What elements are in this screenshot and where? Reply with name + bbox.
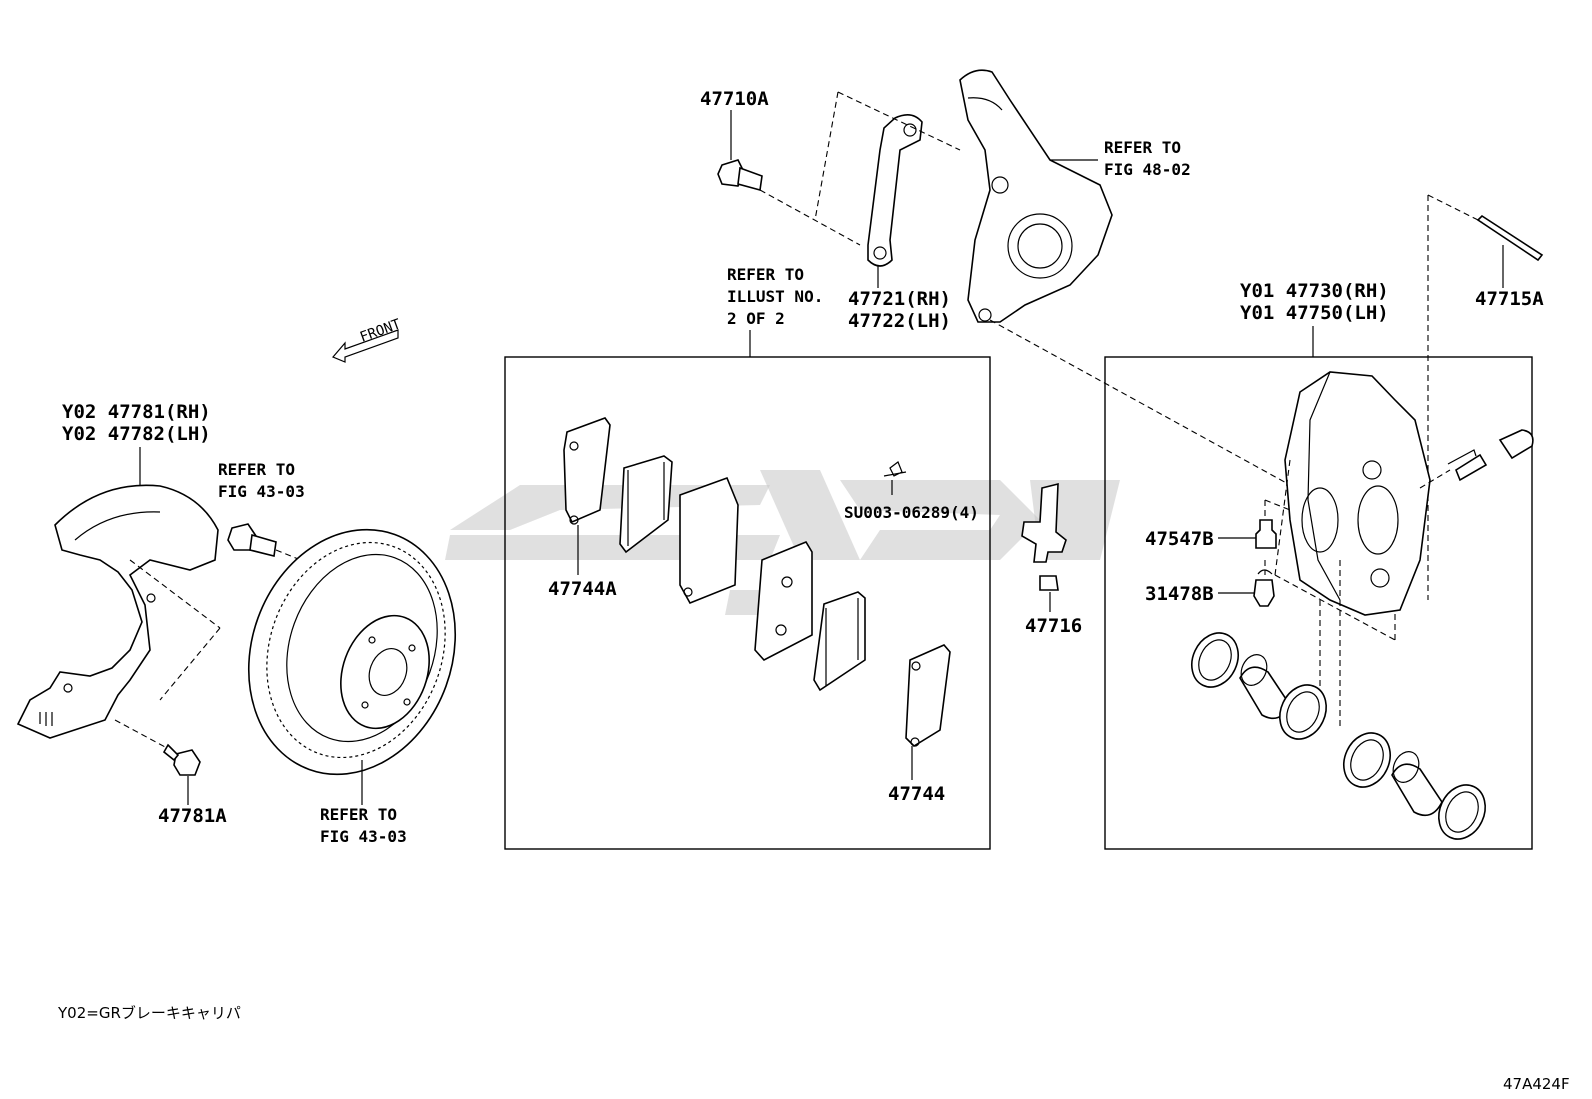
footnote: Y02=GRブレーキキャリパ bbox=[57, 1004, 241, 1022]
label-47744: 47744 bbox=[888, 783, 945, 805]
caliper-pin-bolt bbox=[1447, 429, 1534, 482]
caliper-kit-box bbox=[1104, 356, 1533, 850]
label-pad-refer-2: ILLUST NO. bbox=[727, 287, 823, 306]
figure-code: 47A424F bbox=[1503, 1075, 1570, 1093]
piston-seal-3 bbox=[1343, 732, 1391, 788]
label-31478B: 31478B bbox=[1145, 583, 1214, 605]
bleeder-plug bbox=[1255, 519, 1277, 549]
pad-outer-2 bbox=[813, 591, 866, 692]
pad-inner-2 bbox=[679, 476, 739, 605]
shim bbox=[905, 644, 951, 748]
caliper-body bbox=[1284, 371, 1431, 616]
shim-a bbox=[563, 417, 611, 525]
pad-outer-1 bbox=[754, 540, 813, 661]
label-47547B: 47547B bbox=[1145, 528, 1214, 550]
label-47716: 47716 bbox=[1025, 615, 1082, 637]
label-pad-refer-1: REFER TO bbox=[727, 265, 804, 284]
label-disc-refer-2: FIG 43-03 bbox=[320, 827, 407, 846]
bracket-bolt bbox=[717, 159, 763, 192]
label-knuckle-refer-2: FIG 48-02 bbox=[1104, 160, 1191, 179]
piston-seal-1 bbox=[1191, 632, 1239, 688]
pad-kit-box bbox=[504, 356, 991, 850]
steering-knuckle bbox=[959, 69, 1113, 323]
hub-bolt bbox=[227, 523, 277, 557]
label-caliper-rh: Y01 47730(RH) bbox=[1240, 280, 1389, 302]
front-arrow: FRONT bbox=[332, 316, 404, 363]
label-47781A: 47781A bbox=[158, 805, 227, 827]
label-47710A: 47710A bbox=[700, 88, 769, 110]
label-shield-rh: Y02 47781(RH) bbox=[62, 401, 211, 423]
label-47715A: 47715A bbox=[1475, 288, 1544, 310]
label-clip: SU003-06289(4) bbox=[844, 503, 979, 522]
label-bracket-lh: 47722(LH) bbox=[848, 310, 951, 332]
pad-inner-1 bbox=[619, 455, 673, 554]
shield-bolt bbox=[162, 743, 201, 776]
caliper-pin bbox=[1476, 214, 1544, 262]
label-47744A: 47744A bbox=[548, 578, 617, 600]
label-hub-refer-1: REFER TO bbox=[218, 460, 295, 479]
caliper-bracket bbox=[867, 114, 923, 267]
label-bracket-rh: 47721(RH) bbox=[848, 288, 951, 310]
label-hub-refer-2: FIG 43-03 bbox=[218, 482, 305, 501]
piston-2 bbox=[1391, 751, 1443, 817]
label-caliper-lh: Y01 47750(LH) bbox=[1240, 302, 1389, 324]
anti-rattle-spring bbox=[1021, 482, 1067, 591]
pad-clip bbox=[883, 461, 907, 477]
bleeder-cap bbox=[1253, 569, 1275, 607]
piston-seal-4 bbox=[1438, 784, 1486, 840]
piston-seal-2 bbox=[1279, 684, 1327, 740]
dust-shield bbox=[16, 484, 219, 739]
label-shield-lh: Y02 47782(LH) bbox=[62, 423, 211, 445]
front-label: FRONT bbox=[358, 316, 404, 346]
brake-disc bbox=[247, 528, 457, 776]
label-disc-refer-1: REFER TO bbox=[320, 805, 397, 824]
label-pad-refer-3: 2 OF 2 bbox=[727, 309, 785, 328]
label-knuckle-refer-1: REFER TO bbox=[1104, 138, 1181, 157]
